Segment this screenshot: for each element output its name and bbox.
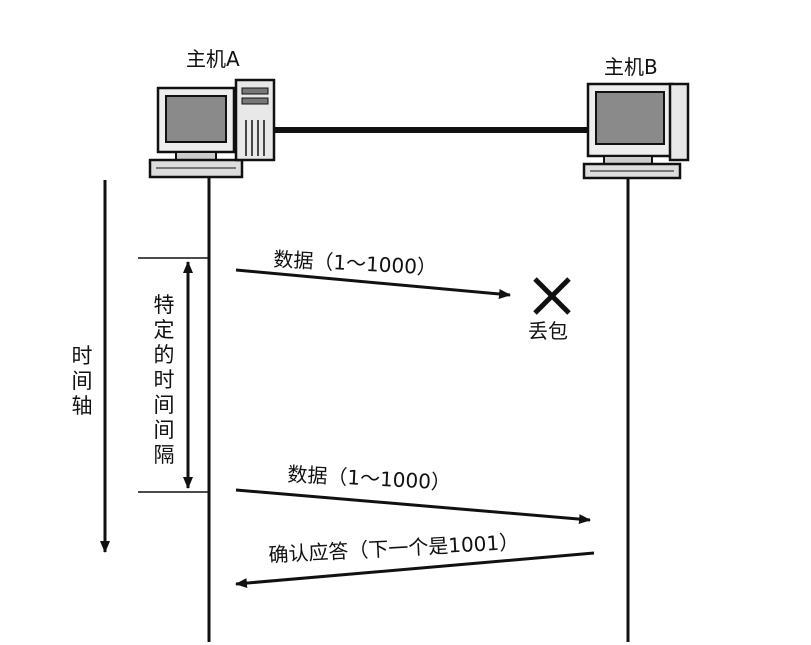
message-arrow-lost — [235, 268, 511, 299]
time-axis-label: 时间轴 — [71, 344, 93, 418]
host-a-computer-icon — [148, 78, 276, 179]
interval-label: 特定的时间间隔 — [153, 293, 175, 467]
message-arrow-ack — [235, 551, 595, 589]
message-arrow-retransmit — [235, 488, 591, 525]
host-b-label: 主机B — [604, 55, 658, 79]
host-b-computer-icon — [582, 82, 690, 180]
host-a-label: 主机A — [186, 47, 240, 71]
packet-loss-label: 丢包 — [528, 319, 568, 343]
x-mark-icon — [533, 277, 571, 315]
